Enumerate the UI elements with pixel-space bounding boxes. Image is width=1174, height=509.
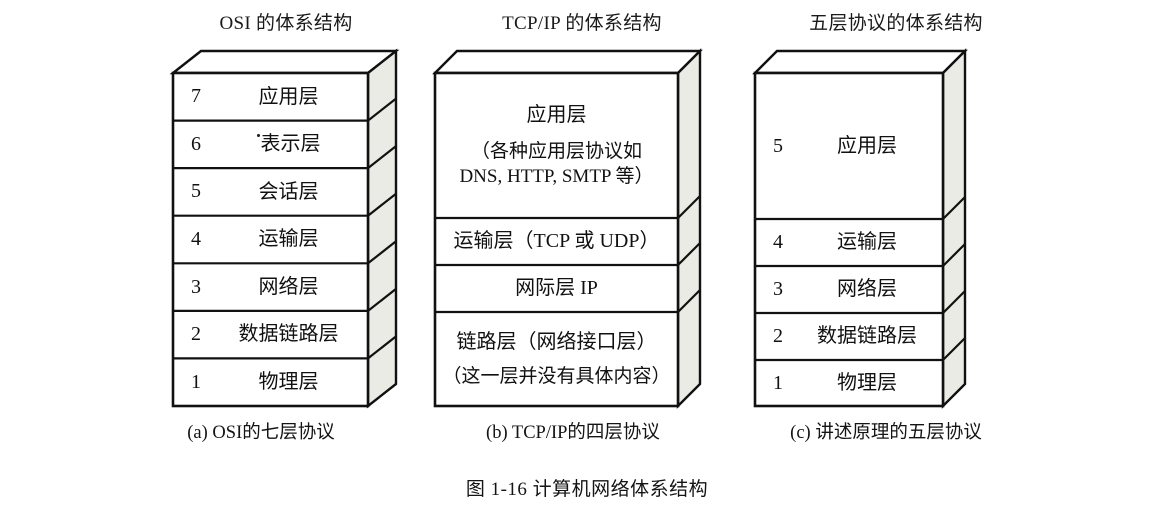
five-layer-5-label: 应用层 <box>837 134 897 157</box>
tcpip-sub-caption: (b) TCP/IP的四层协议 <box>486 423 660 443</box>
osi-layer-dividers <box>173 119 368 360</box>
tcpip-layer-internet: 网际层 IP <box>435 265 678 312</box>
osi-layer-4: 4 运输层 <box>173 216 368 264</box>
five-layer-1: 1 物理层 <box>755 360 943 406</box>
five-layer-3: 3 网络层 <box>755 266 943 313</box>
five-layer-sub-caption: (c) 讲述原理的五层协议 <box>790 423 982 443</box>
osi-box-front-face <box>171 71 370 408</box>
tcpip-layer-transport-label: 运输层（TCP 或 UDP） <box>453 230 660 253</box>
osi-layer-1-label: 物理层 <box>258 370 319 393</box>
five-layer-3-number: 3 <box>773 278 783 300</box>
osi-layer-7-label: 应用层 <box>258 85 319 108</box>
five-layer-3-label: 网络层 <box>837 278 897 301</box>
osi-stack-title: OSI 的体系结构 <box>219 13 353 34</box>
five-layer-1-label: 物理层 <box>837 371 897 394</box>
osi-layer-3-number: 3 <box>191 275 201 298</box>
tcpip-layer-dividers <box>435 216 678 314</box>
osi-layer-1-number: 1 <box>191 370 201 393</box>
five-layer-5-number: 5 <box>773 134 783 157</box>
tcpip-layer-application-label: 应用层 （各种应用层协议如 DNS, HTTP, SMTP 等） <box>459 104 654 187</box>
osi-layer-2-number: 2 <box>191 323 201 346</box>
figure-caption: 图 1-16 计算机网络体系结构 <box>465 479 709 500</box>
tcpip-architecture-stack: TCP/IP 的体系结构 应用层 （各种应用层协议如 DNS, HTTP, SM… <box>400 0 780 460</box>
tcpip-box-front-face <box>433 71 680 408</box>
five-layer-4: 4 运输层 <box>755 219 943 266</box>
osi-layer-3: 3 网络层 <box>173 263 368 311</box>
five-layer-4-label: 运输层 <box>837 231 897 254</box>
osi-side-diagonals <box>367 97 397 360</box>
osi-layer-2: 2 数据链路层 <box>173 311 368 359</box>
osi-layer-4-number: 4 <box>191 227 201 250</box>
osi-layer-2-label: 数据链路层 <box>238 323 339 346</box>
five-layer-2-number: 2 <box>773 325 783 347</box>
tcpip-layer-link: 链路层（网络接口层） （这一层并没有具体内容） <box>435 312 678 406</box>
five-layer-box-graphic <box>752 48 968 409</box>
five-layer-dividers <box>755 217 943 362</box>
tcpip-layer-internet-label: 网际层 IP <box>515 277 598 300</box>
five-layer-2: 2 数据链路层 <box>755 313 943 360</box>
tcpip-layer-link-label: 链路层（网络接口层） （这一层并没有具体内容） <box>442 331 671 387</box>
five-layer-5: 5 应用层 <box>755 73 943 219</box>
osi-layer-6: 6 表示层 <box>173 121 368 169</box>
tcpip-side-diagonals <box>677 195 701 313</box>
five-layer-box-side-face <box>941 48 967 409</box>
tcpip-layer-application: 应用层 （各种应用层协议如 DNS, HTTP, SMTP 等） <box>435 73 678 218</box>
five-layer-box-top-face <box>752 49 968 75</box>
tcpip-box-side-face <box>676 48 702 409</box>
five-layer-1-number: 1 <box>773 371 783 394</box>
ink-dot-artifact <box>256 134 260 138</box>
tcpip-layer-transport: 运输层（TCP 或 UDP） <box>435 218 678 265</box>
osi-layer-6-number: 6 <box>191 132 201 155</box>
osi-layer-5-label: 会话层 <box>258 180 319 203</box>
osi-layer-5: 5 会话层 <box>173 168 368 216</box>
osi-layer-7-number: 7 <box>191 85 201 108</box>
osi-architecture-stack: OSI 的体系结构 <box>96 0 476 460</box>
osi-layer-1: 1 物理层 <box>173 358 368 406</box>
five-layer-box-front-face <box>753 71 945 408</box>
osi-sub-caption: (a) OSI的七层协议 <box>187 423 335 443</box>
five-layer-stack-title: 五层协议的体系结构 <box>809 13 983 34</box>
osi-layer-4-label: 运输层 <box>258 228 319 251</box>
five-layer-side-diagonals <box>942 196 966 361</box>
osi-layer-3-label: 网络层 <box>258 275 319 298</box>
osi-box-side-face <box>366 48 398 409</box>
five-layer-4-number: 4 <box>773 231 783 253</box>
osi-box-top-face <box>169 49 400 75</box>
tcpip-box-top-face <box>432 49 703 75</box>
osi-layer-5-number: 5 <box>191 180 201 203</box>
osi-layer-6-label: 表示层 <box>219 131 368 157</box>
tcpip-stack-title: TCP/IP 的体系结构 <box>502 13 662 34</box>
five-layer-2-label: 数据链路层 <box>817 325 917 348</box>
osi-layer-7: 7 应用层 <box>173 73 368 121</box>
tcpip-box-graphic <box>432 48 703 409</box>
five-layer-architecture-stack: 五层协议的体系结构 5 应用层 4 运输层 <box>720 0 1100 460</box>
osi-box-graphic <box>169 48 400 409</box>
